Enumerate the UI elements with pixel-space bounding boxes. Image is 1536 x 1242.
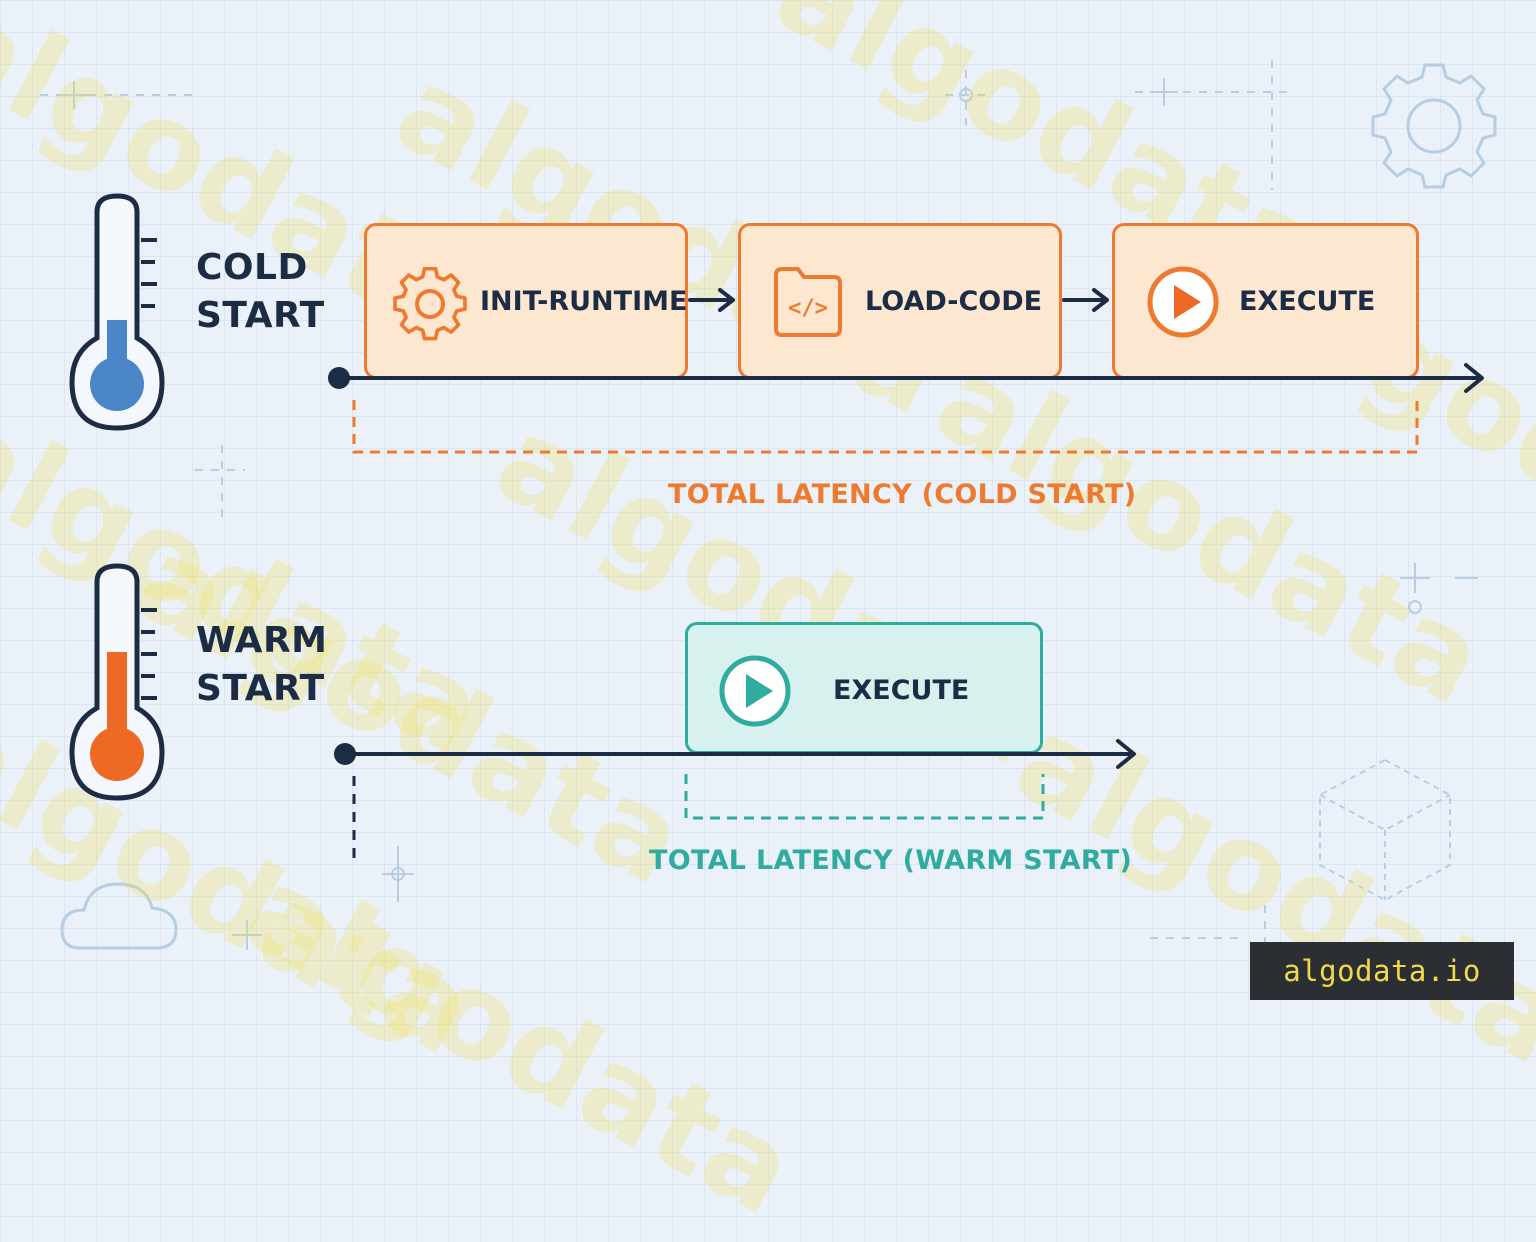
play-icon [1147, 266, 1219, 338]
cold-start-label-line2: START [196, 295, 325, 336]
warm-start-label: WARM START [196, 617, 328, 713]
svg-text:</>: </> [788, 296, 828, 321]
step-init-runtime-label: INIT-RUNTIME [480, 286, 688, 317]
cold-thermometer-icon [69, 193, 165, 431]
step-load-code: </> LOAD-CODE [738, 223, 1062, 379]
code-folder-icon: </> [774, 267, 842, 337]
warm-latency-bracket [684, 774, 1045, 820]
step-execute-warm: EXECUTE [685, 622, 1043, 754]
watermark-badge: algodata.io [1250, 942, 1514, 1000]
cold-latency-bracket [352, 400, 1419, 454]
diagram-graphics [69, 193, 1419, 858]
step-init-runtime: INIT-RUNTIME [364, 223, 688, 379]
step-execute-cold: EXECUTE [1112, 223, 1419, 379]
cold-latency-label: TOTAL LATENCY (COLD START) [668, 479, 1137, 510]
gear-icon [393, 267, 467, 341]
background-decorations [40, 60, 1497, 960]
step-load-code-label: LOAD-CODE [865, 286, 1043, 317]
warm-latency-label: TOTAL LATENCY (WARM START) [649, 845, 1133, 876]
cold-start-label: COLD START [196, 244, 325, 340]
warm-start-label-line2: START [196, 668, 325, 709]
play-icon [719, 655, 791, 727]
warm-start-label-line1: WARM [196, 620, 328, 661]
step-execute-cold-label: EXECUTE [1239, 286, 1376, 317]
step-execute-warm-label: EXECUTE [833, 675, 970, 706]
warm-thermometer-icon [69, 563, 165, 801]
cold-start-label-line1: COLD [196, 247, 308, 288]
